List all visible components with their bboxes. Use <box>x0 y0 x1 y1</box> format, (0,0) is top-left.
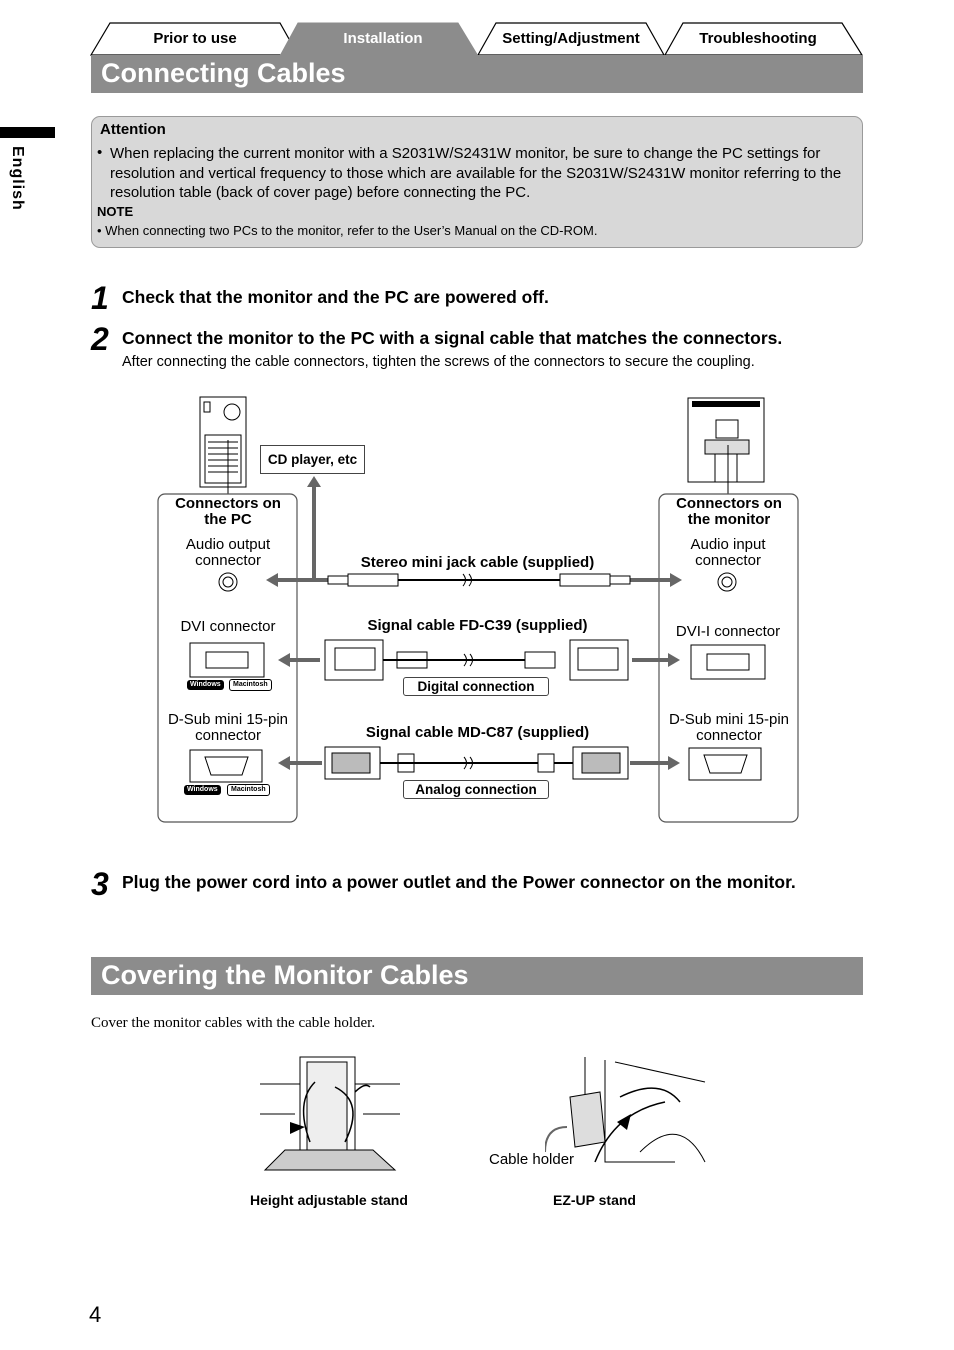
windows-badge: Windows <box>184 785 221 795</box>
diagram-graphics <box>157 396 799 823</box>
analog-connection-label: Analog connection <box>403 780 549 799</box>
macintosh-badge: Macintosh <box>227 784 270 796</box>
pc-audio-label: Audio output connector <box>185 536 271 569</box>
digital-connection-label: Digital connection <box>403 677 549 696</box>
section-title: Covering the Monitor Cables <box>101 960 469 990</box>
step-number: 1 <box>91 280 109 316</box>
pc-connectors-title: Connectors on the PC <box>175 495 281 528</box>
connection-diagram: CD player, etc Connectors on the PC Conn… <box>150 390 810 830</box>
monitor-back-illustration <box>687 397 765 494</box>
covering-intro: Cover the monitor cables with the cable … <box>91 1015 376 1031</box>
pc-tower-illustration <box>199 396 247 494</box>
tab-shape-installation <box>279 22 479 56</box>
cable-holder-label: Cable holder <box>489 1151 575 1168</box>
monitor-dvi-port <box>690 644 766 680</box>
section-banner-connecting: Connecting Cables <box>91 55 863 93</box>
tab-installation[interactable]: Installation <box>343 30 423 47</box>
attention-text: When replacing the current monitor with … <box>110 145 842 201</box>
macintosh-badge: Macintosh <box>229 679 272 691</box>
ez-up-caption: EZ-UP stand <box>553 1192 636 1208</box>
monitor-dvi-label: DVI-I connector <box>675 623 781 640</box>
pc-dsub-port <box>189 749 263 783</box>
step-text: Plug the power cord into a power outlet … <box>122 872 796 892</box>
step-text: Check that the monitor and the PC are po… <box>122 287 549 307</box>
language-label: English <box>9 146 26 211</box>
pc-dsub-label: D-Sub mini 15-pin connector <box>167 711 289 744</box>
pc-dvi-label: DVI connector <box>180 618 276 635</box>
step-text: Connect the monitor to the PC with a sig… <box>122 328 783 348</box>
section-title: Connecting Cables <box>101 58 346 88</box>
cd-player-label: CD player, etc <box>260 445 365 474</box>
step-number: 2 <box>91 321 109 357</box>
monitor-audio-label: Audio input connector <box>690 536 766 569</box>
page-number: 4 <box>89 1302 102 1327</box>
step-subtext: After connecting the cable connectors, t… <box>122 354 755 370</box>
attention-title: Attention <box>100 121 166 138</box>
section-banner-covering: Covering the Monitor Cables <box>91 957 863 995</box>
attention-box: Attention • When replacing the current m… <box>91 116 863 248</box>
height-adjustable-stand-illustration <box>260 1056 400 1171</box>
attention-bullet: • <box>97 144 103 161</box>
section-tabs: Prior to use Installation Setting/Adjust… <box>90 22 863 56</box>
stereo-cable-illustration <box>327 573 631 587</box>
tab-setting-adjustment[interactable]: Setting/Adjustment <box>502 30 640 47</box>
tab-troubleshooting[interactable]: Troubleshooting <box>699 30 817 47</box>
note-text: • When connecting two PCs to the monitor… <box>97 223 598 238</box>
dvi-cable-illustration <box>324 639 629 681</box>
monitor-connectors-title: Connectors on the monitor <box>676 495 782 528</box>
stereo-cable-label: Stereo mini jack cable (supplied) <box>360 554 595 571</box>
step-number: 3 <box>91 866 109 902</box>
height-adjustable-caption: Height adjustable stand <box>250 1192 408 1208</box>
dsub-cable-illustration <box>324 746 629 780</box>
tab-prior-to-use[interactable]: Prior to use <box>153 30 237 47</box>
pc-dvi-port <box>189 642 265 678</box>
language-marker-bar <box>0 127 55 138</box>
monitor-dsub-label: D-Sub mini 15-pin connector <box>668 711 790 744</box>
ez-up-stand-illustration <box>545 1057 706 1163</box>
fd-cable-label: Signal cable FD-C39 (supplied) <box>367 617 588 634</box>
monitor-dsub-port <box>688 747 762 781</box>
windows-badge: Windows <box>187 680 224 690</box>
md-cable-label: Signal cable MD-C87 (supplied) <box>365 724 590 741</box>
note-title: NOTE <box>97 204 134 219</box>
